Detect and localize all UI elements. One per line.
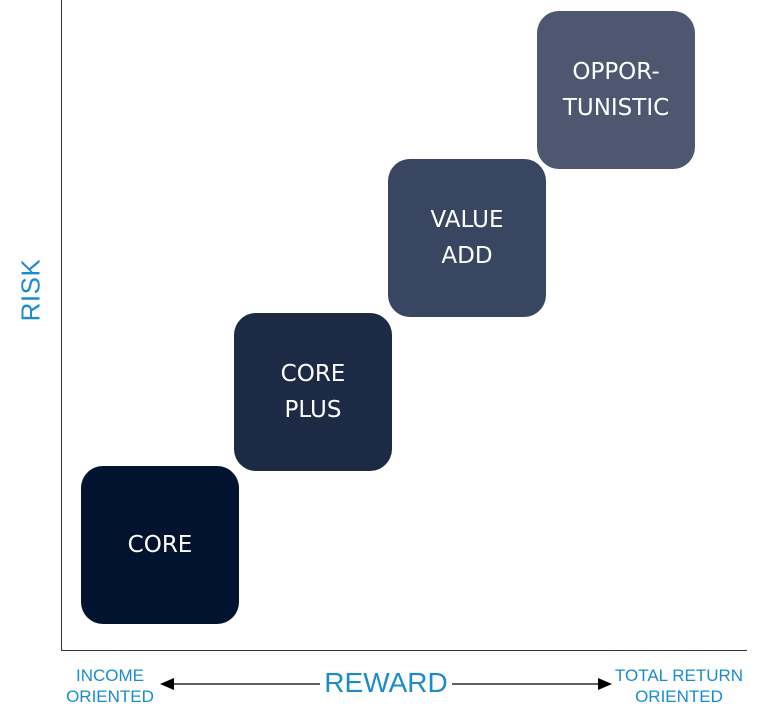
total-return-oriented-label: TOTAL RETURN ORIENTED [614, 666, 744, 706]
core-box: CORE [81, 466, 239, 624]
reward-axis-label: REWARD [324, 667, 448, 698]
value-add-box: VALUE ADD [388, 159, 546, 317]
left-arrow-icon [160, 678, 320, 690]
x-axis-line [61, 650, 747, 651]
opportunistic-box: OPPOR- TUNISTIC [537, 11, 695, 169]
income-oriented-label: INCOME ORIENTED [66, 666, 154, 706]
risk-axis-label: RISK [15, 258, 46, 322]
y-axis-line [61, 0, 62, 651]
right-arrow-icon [452, 678, 612, 690]
core-plus-box: CORE PLUS [234, 313, 392, 471]
